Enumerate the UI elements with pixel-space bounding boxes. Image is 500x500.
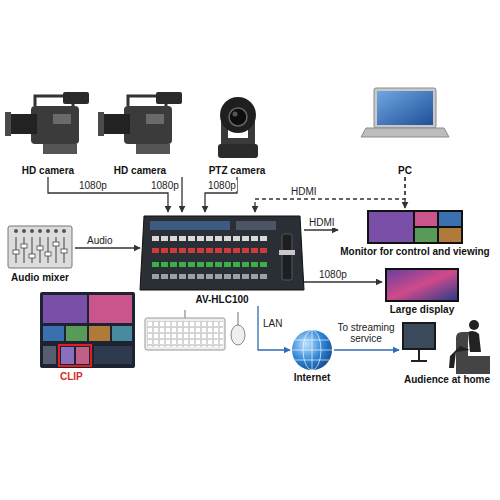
device-caption: Monitor for control and viewing [338, 246, 492, 258]
device-caption: PTZ camera [207, 165, 268, 177]
signal-connector [334, 349, 399, 350]
signal-label: LAN [262, 318, 283, 329]
ptz-camera-picture [218, 97, 258, 158]
signal-connector [304, 229, 338, 230]
device-node: Audio mixer [5, 222, 75, 284]
screen-label: CLIP [60, 371, 83, 383]
device-caption: HD camera [96, 165, 184, 177]
signal-label: 1080p [78, 180, 108, 191]
signal-label: 1080p [318, 269, 348, 280]
device-node: Large display [382, 266, 462, 316]
signal-connector [258, 306, 290, 350]
device-caption: Internet [290, 372, 334, 384]
laptop-picture [361, 88, 449, 137]
audio-mixer-picture [8, 226, 72, 268]
multiview-screen-picture [40, 292, 135, 368]
signal-label: HDMI [290, 186, 318, 197]
device-node: HD camera [3, 85, 93, 177]
device-caption: AV-HLC100 [140, 294, 304, 306]
signal-connector [404, 177, 405, 208]
device-caption: PC [370, 165, 440, 177]
device-node: Monitor for control and viewing [338, 208, 492, 258]
device-node: Internet [290, 328, 334, 384]
signal-connector [304, 281, 382, 282]
device-node: PTZ camera [207, 85, 268, 177]
device-caption: HD camera [3, 165, 93, 177]
device-node: PC [370, 85, 440, 177]
monitor-picture [367, 210, 463, 244]
device-node: Audience at home [399, 310, 495, 386]
signal-label: Audio [86, 235, 114, 246]
signal-connector [181, 177, 182, 212]
hd-camera-picture [98, 92, 182, 154]
signal-label: 1080p [150, 180, 180, 191]
signal-label: To streaming service [336, 322, 396, 344]
device-caption: Large display [382, 304, 462, 316]
home-viewer-picture [402, 320, 490, 374]
large-display-picture [385, 268, 459, 302]
signal-connector [205, 177, 237, 212]
device-caption: Audio mixer [5, 272, 75, 284]
signal-connector [75, 247, 140, 248]
device-node: HD camera [96, 85, 184, 177]
switcher-picture [140, 216, 304, 290]
mouse-picture [231, 325, 245, 345]
device-node: AV-HLC100 [140, 212, 304, 306]
device-caption: Audience at home [399, 374, 495, 386]
signal-label: HDMI [308, 217, 336, 228]
signal-label: 1080p [207, 180, 237, 191]
hd-camera-picture [5, 92, 89, 154]
globe-picture [292, 330, 332, 370]
keyboard-picture [145, 318, 225, 350]
signal-connector [255, 177, 405, 212]
